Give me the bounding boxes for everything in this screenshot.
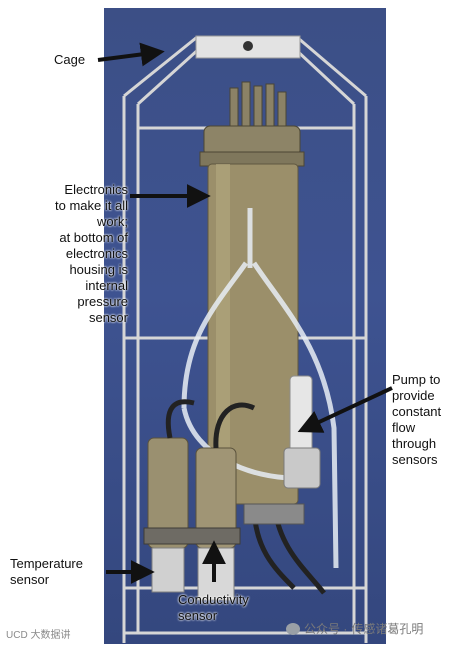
temperature-sensor-label: Temperature sensor [10,556,83,587]
pump-body [289,375,313,457]
cage-label: Cage [54,52,86,67]
electronics-label: Electronics to make it all work; at bott… [55,182,128,325]
watermark-left: UCD 大数据讲 [6,630,71,641]
instrument-illustration [122,35,368,643]
wechat-icon [286,622,300,635]
watermark-name: 传感诸葛孔明 [351,622,424,636]
watermark-prefix: 公众号 · [304,622,348,636]
pump-label: Pump to provide constant flow through se… [392,372,442,467]
watermark-right: 公众号 · 传感诸葛孔明 [286,620,423,637]
conductivity-sensor-label: Conductivity sensor [178,592,249,623]
ctd-instrument-photo [104,8,386,644]
